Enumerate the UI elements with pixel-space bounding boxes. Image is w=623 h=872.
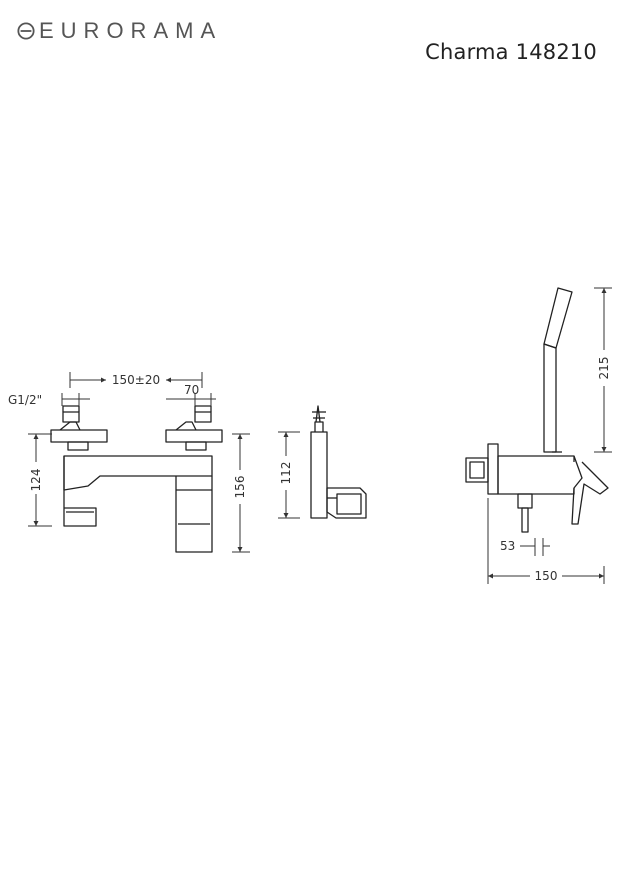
brand-logo: EURORAMA <box>17 18 222 44</box>
dim-overall-height-label: 156 <box>233 476 247 499</box>
dim-side-depth-label: 150 <box>535 569 558 583</box>
logo-mark-icon <box>17 22 35 40</box>
brand-name: EURORAMA <box>39 18 223 43</box>
dim-centers-label: 150±20 <box>112 373 160 387</box>
hand-shower-view <box>465 287 609 533</box>
dim-hand-shower-height-label: 215 <box>597 357 611 380</box>
dim-handle-width-label: 70 <box>184 383 199 397</box>
dim-outlet-offset-label: 53 <box>500 539 515 553</box>
side-view <box>310 405 367 519</box>
dimension-arrows <box>33 288 607 579</box>
product-title: Charma 148210 <box>425 40 597 64</box>
front-view <box>50 405 223 553</box>
dim-spout-height-label: 124 <box>29 469 43 492</box>
dim-connection-label: G1/2" <box>8 393 42 407</box>
dimension-lines <box>28 287 612 584</box>
dim-side-height-label: 112 <box>279 462 293 485</box>
